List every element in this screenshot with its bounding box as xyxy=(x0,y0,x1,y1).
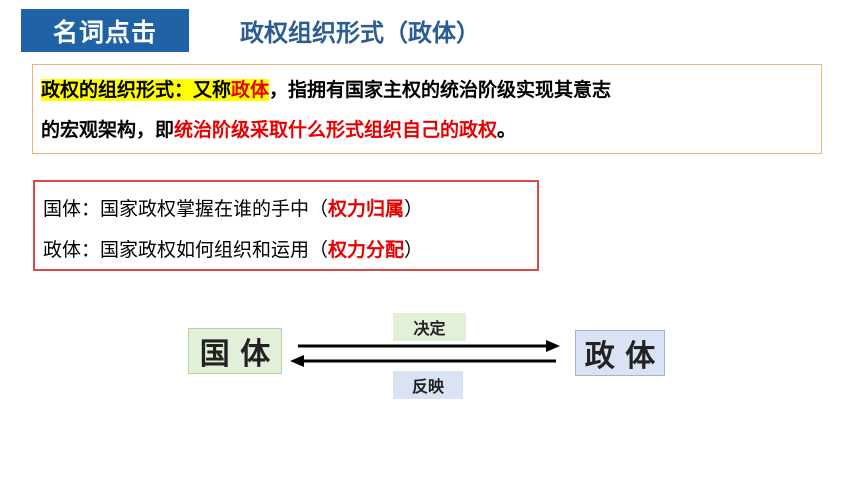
zhengti-close: ） xyxy=(404,239,424,261)
left-arrow xyxy=(290,355,556,367)
guoti-text: 国体：国家政权掌握在谁的手中（ xyxy=(43,198,329,220)
definition-term: 政权的组织形式：又称 xyxy=(41,79,232,101)
guoti-close: ） xyxy=(404,198,424,220)
guoti-line: 国体：国家政权掌握在谁的手中（权力归属） xyxy=(43,194,423,221)
zhengti-red: 权力分配 xyxy=(328,239,405,261)
definition-box: 政权的组织形式：又称政体，指拥有国家主权的统治阶级实现其意志 的宏观架构，即统治… xyxy=(32,64,822,154)
definition-highlight: 政权的组织形式：又称政体 xyxy=(41,79,270,101)
zhengti-text: 政体：国家政权如何组织和运用（ xyxy=(43,239,329,261)
comparison-box: 国体：国家政权掌握在谁的手中（权力归属） 政体：国家政权如何组织和运用（权力分配… xyxy=(33,180,539,271)
right-arrow xyxy=(298,340,560,352)
page-title: 政权组织形式（政体） xyxy=(240,19,480,47)
zhengti-node: 政 体 xyxy=(575,330,665,376)
definition-rest: ，指拥有国家主权的统治阶级实现其意志 xyxy=(269,79,612,101)
zhengti-line: 政体：国家政权如何组织和运用（权力分配） xyxy=(43,235,423,262)
section-tag-label: 名词点击 xyxy=(52,17,157,47)
definition-line2-suffix: 。 xyxy=(497,119,517,141)
definition-line-1: 政权的组织形式：又称政体，指拥有国家主权的统治阶级实现其意志 xyxy=(41,75,611,102)
reflects-label: 反映 xyxy=(393,371,463,399)
decides-label: 决定 xyxy=(393,313,466,341)
guoti-node: 国 体 xyxy=(188,328,282,374)
definition-line2-prefix: 的宏观架构，即 xyxy=(41,119,175,141)
section-tag: 名词点击 xyxy=(21,9,189,52)
definition-term-red: 政体 xyxy=(231,79,270,101)
definition-line2-red: 统治阶级采取什么形式组织自己的政权 xyxy=(174,119,498,141)
definition-line-2: 的宏观架构，即统治阶级采取什么形式组织自己的政权。 xyxy=(41,115,516,142)
guoti-red: 权力归属 xyxy=(328,198,405,220)
